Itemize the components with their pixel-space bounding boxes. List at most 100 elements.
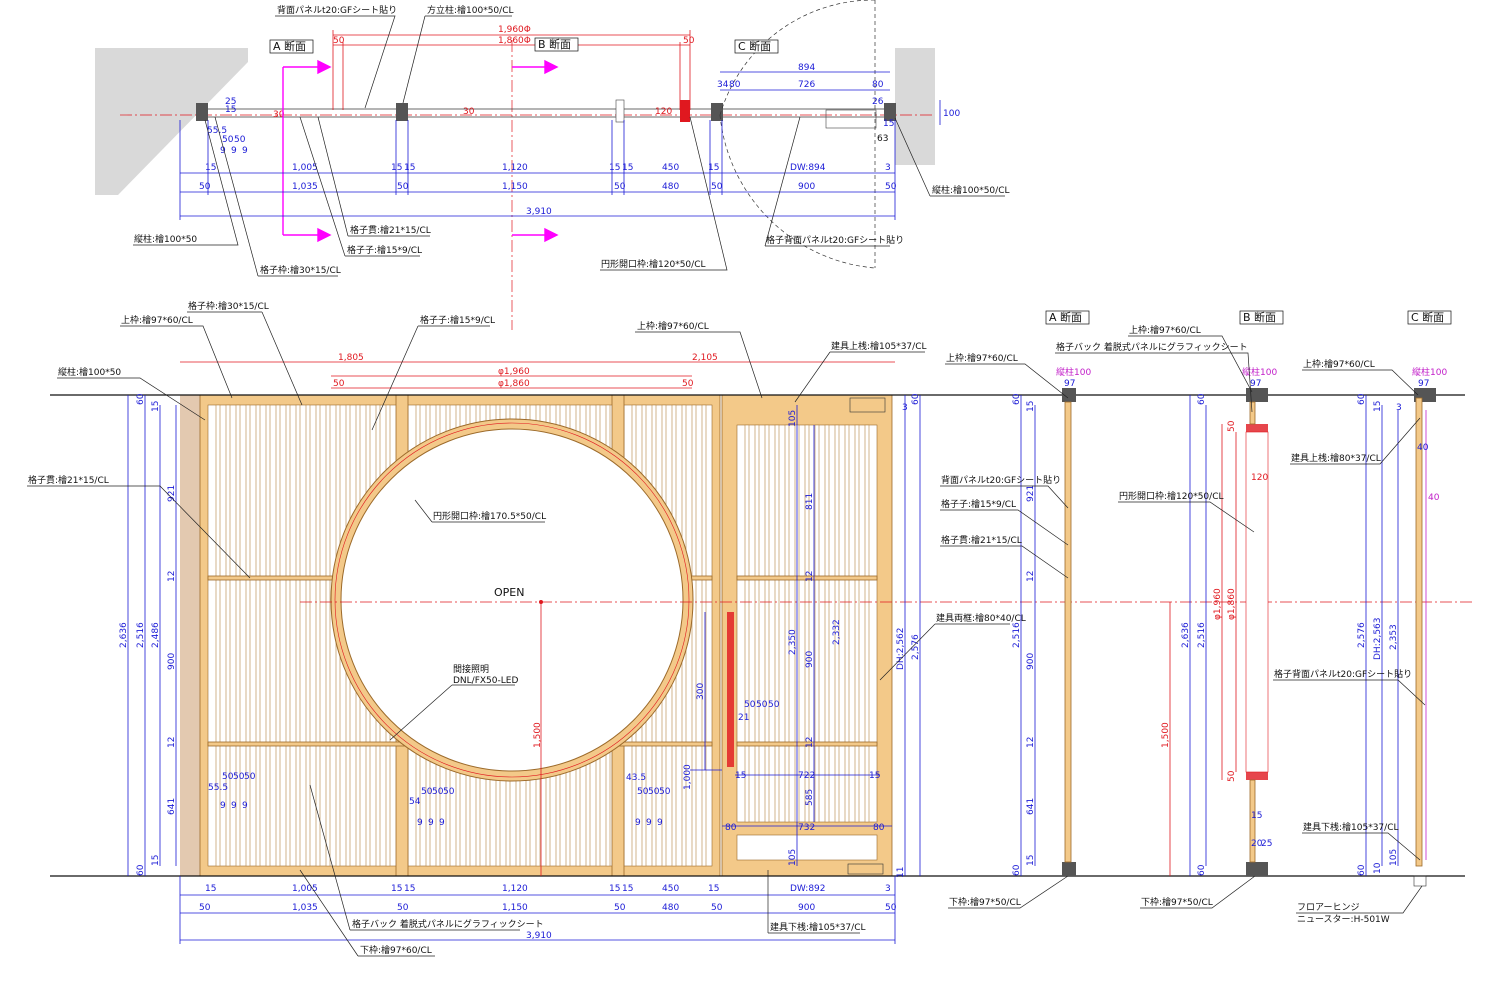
lattice-slat — [245, 404, 251, 867]
plan-dim: 50 — [711, 182, 723, 192]
door-slat — [784, 424, 790, 823]
door-slat — [744, 424, 750, 823]
section-b-dim: φ1,960 — [1213, 588, 1223, 620]
plan-dim: 1,035 — [292, 182, 318, 192]
section-c-label: 上枠:檜97*60/CL — [1303, 358, 1375, 370]
section-b-dim: 1,500 — [1161, 722, 1171, 748]
plan-total-dim: 3,910 — [526, 207, 552, 217]
door-dim: 2,350 — [788, 629, 798, 655]
door-slat — [854, 424, 860, 823]
elev-label: 上枠:檜97*60/CL — [637, 320, 709, 332]
section-c-dim: 60 — [1357, 864, 1367, 876]
door-dim: 732 — [798, 823, 815, 833]
section-b-dim: 120 — [1251, 473, 1268, 483]
plan-dim: 1,005 — [292, 163, 318, 173]
elev-dim: 3 — [885, 884, 891, 894]
plan-label: 格子背面パネルt20:GFシート貼り — [766, 234, 904, 246]
small-dim: 9 — [657, 818, 663, 828]
small-dim: 9 — [439, 818, 445, 828]
elev-dim: DH:2,562 — [896, 628, 906, 671]
lattice-slat — [265, 404, 271, 867]
plan-small-dim: 15 — [225, 105, 236, 115]
section-a-label: 背面パネルt20:GFシート貼り — [941, 474, 1061, 486]
door-slat — [814, 424, 820, 823]
lattice-slat — [255, 404, 261, 867]
section-a-dim: 15 — [1026, 855, 1036, 866]
elev-dim: 900 — [167, 653, 177, 670]
section-b-dim: 15 — [1251, 811, 1262, 821]
small-dim: 50 — [659, 787, 671, 797]
lattice-slat — [275, 404, 281, 867]
door-dim: 300 — [696, 683, 706, 700]
section-a-width: 97 — [1064, 379, 1075, 389]
door-dim: 722 — [798, 771, 815, 781]
elev-dim: 12 — [167, 737, 177, 748]
section-a: A 断面 縦柱100 97 60 15 921 12 2,516 900 12 … — [940, 310, 1091, 909]
section-c-door — [1415, 397, 1423, 867]
door-dim: 12 — [805, 571, 815, 582]
section-b-label: 下枠:檜97*50/CL — [1141, 896, 1213, 908]
section-c-floor-hinge — [1413, 875, 1427, 887]
plan-dim: 50 — [614, 182, 626, 192]
section-a-tag: A 断面 — [1049, 310, 1082, 324]
section-a-dim: 2,516 — [1012, 622, 1022, 648]
elev-label: 格子バック 着脱式パネルにグラフィックシート — [352, 918, 544, 930]
section-c-dim: DH:2,563 — [1373, 618, 1383, 661]
plan-small-dim: 9 — [231, 146, 237, 156]
elev-dim: 15 — [622, 884, 633, 894]
door-dim: 50 — [744, 700, 756, 710]
door-dim: 80 — [725, 823, 737, 833]
elev-dim: 1,035 — [292, 903, 318, 913]
section-a-top — [1062, 388, 1076, 402]
elev-dim: 15 — [151, 855, 161, 866]
elev-label: 建具上桟:檜105*37/CL — [831, 340, 927, 352]
elev-dim: 11 — [896, 867, 906, 878]
section-a-label: 下枠:檜97*50/CL — [949, 896, 1021, 908]
elev-label: 上枠:檜97*60/CL — [121, 314, 193, 326]
plan-section-tag-c-text: C 断面 — [738, 39, 771, 53]
elev-left-dims: 2,636 2,516 2,486 921 900 641 60 15 12 1… — [119, 393, 177, 876]
elev-label: 格子子:檜15*9/CL — [420, 314, 495, 326]
plan-circle-frame — [680, 100, 690, 122]
plan-dim: 80 — [729, 80, 741, 90]
lattice-slat — [691, 404, 697, 867]
small-dim: 50 — [421, 787, 433, 797]
plan-dim: 15 — [708, 163, 719, 173]
elev-end-grain — [180, 395, 202, 876]
elev-dim: 60 — [136, 864, 146, 876]
lattice-slat — [235, 404, 241, 867]
door-dim: 15 — [869, 771, 880, 781]
section-c-label: 格子背面パネルt20:GFシート貼り — [1274, 668, 1412, 680]
elev-label: 下枠:檜97*60/CL — [360, 944, 432, 956]
elev-red-dim: φ1,860 — [498, 379, 530, 389]
section-c-dim: 105 — [1389, 849, 1399, 866]
plan-dim: 15 — [205, 163, 216, 173]
plan-dim: 3 — [885, 163, 891, 173]
elev-dim: 50 — [711, 903, 723, 913]
elev-label: 間接照明 — [453, 663, 489, 675]
elev-dim: 2,576 — [911, 634, 921, 660]
plan-dim: 80 — [872, 80, 884, 90]
door-dim: 1,000 — [683, 764, 693, 790]
elev-dim: 50 — [199, 903, 211, 913]
section-a-post: 縦柱100 — [1056, 366, 1091, 378]
elev-red-dim: 1,805 — [338, 353, 364, 363]
elev-dim: 15 — [609, 884, 620, 894]
plan-dim: 26 — [872, 97, 884, 107]
elev-small-dims: 50 50 50 55.5 9 9 9 54 50 50 50 9 9 9 43… — [208, 772, 671, 828]
door-dim: 80 — [873, 823, 885, 833]
small-dim: 43.5 — [626, 773, 646, 783]
plan-wall-right — [895, 48, 935, 165]
section-b-bottom — [1246, 862, 1268, 876]
small-dim: 9 — [231, 801, 237, 811]
plan-floor-hinge — [825, 109, 877, 129]
plan-wall-left — [95, 48, 248, 195]
door-dim: 585 — [805, 789, 815, 806]
elev-handle[interactable] — [727, 612, 734, 767]
section-b-tag: B 断面 — [1243, 310, 1276, 324]
plan-small-dim: 9 — [242, 146, 248, 156]
elev-dim: 900 — [798, 903, 815, 913]
section-b-top — [1246, 388, 1268, 402]
section-c-dim: 15 — [1373, 401, 1383, 412]
plan-dim: 34 — [717, 80, 729, 90]
